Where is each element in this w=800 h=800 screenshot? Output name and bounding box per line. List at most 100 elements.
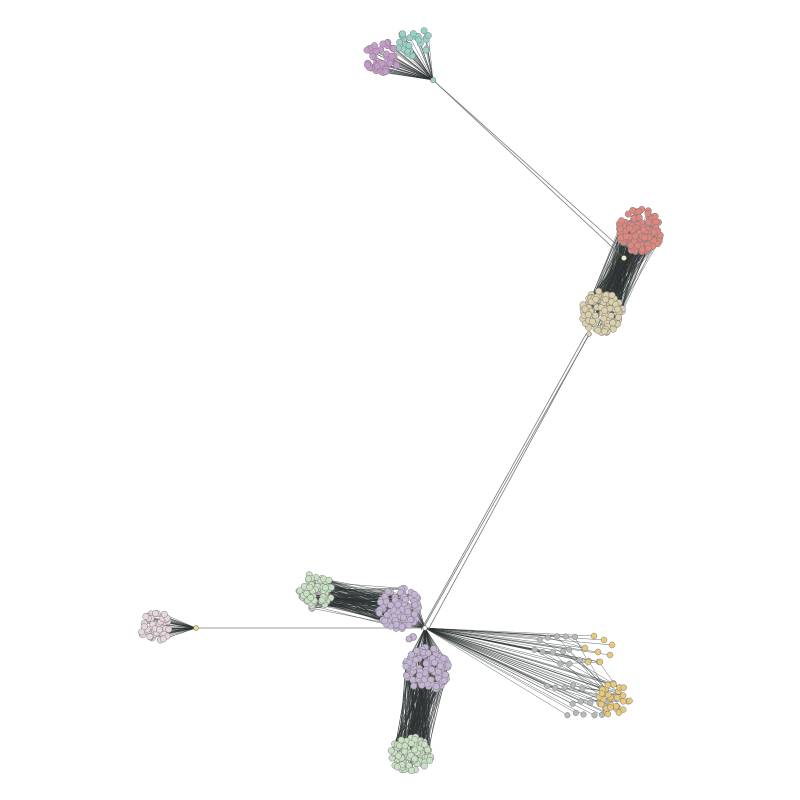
node-red <box>641 234 649 241</box>
node-pink <box>138 628 146 636</box>
node-grey <box>539 648 546 656</box>
node-red <box>644 210 652 217</box>
edge-center-grey <box>424 627 570 664</box>
node-lavender-lower <box>412 656 420 664</box>
node-lavender-lower <box>430 645 437 653</box>
node-yellow <box>584 658 592 666</box>
hub-node-mid <box>621 255 627 261</box>
edge-center-yellow <box>424 627 586 649</box>
node-green-upper <box>327 584 335 591</box>
edge-lavender-green-lower <box>406 647 426 742</box>
node-lavender-upper <box>383 611 391 619</box>
edge-tan-to-center <box>423 332 591 628</box>
node-tan <box>594 326 602 334</box>
node-teal <box>415 36 423 44</box>
edge-center-grey <box>424 627 568 716</box>
edge-teal-hub <box>428 35 434 81</box>
edge-violet-hub <box>371 47 434 81</box>
node-yellow <box>604 681 612 689</box>
node-green-lower <box>424 746 432 754</box>
node-grey <box>577 698 584 705</box>
node-red <box>640 226 648 234</box>
node-red <box>650 228 658 236</box>
node-tan <box>588 318 596 325</box>
edge-tan-to-center-2 <box>427 335 589 631</box>
edge-violet-hub <box>372 56 434 81</box>
node-pink <box>160 610 168 618</box>
node-lavender-lower <box>420 676 428 684</box>
node-yellow <box>594 648 602 656</box>
node-red <box>627 241 635 249</box>
edge-center-grey <box>424 627 561 664</box>
node-grey <box>557 660 564 667</box>
node-green-lower <box>426 756 434 764</box>
edge-center-yellow <box>424 627 589 663</box>
node-yellow <box>590 632 598 640</box>
node-grey <box>564 712 571 719</box>
node-yellow <box>613 694 621 701</box>
node-grey <box>566 660 573 667</box>
node-grey <box>579 685 586 692</box>
node-grey <box>580 711 587 718</box>
node-lavender-lower <box>413 647 421 655</box>
node-red <box>624 210 632 218</box>
node-violet <box>371 42 378 50</box>
edge-violet-hub <box>374 45 434 81</box>
node-green-upper <box>307 594 315 602</box>
node-tan <box>595 287 603 295</box>
node-teal <box>396 38 404 46</box>
node-grey <box>587 699 594 706</box>
edge-violet-hub <box>366 49 434 81</box>
node-pink <box>151 609 159 617</box>
node-yellow <box>619 692 627 699</box>
edge-tan-to-center-3 <box>420 333 587 631</box>
node-lavender-upper <box>375 609 383 617</box>
edge-center-yellow <box>424 627 608 715</box>
node-teal <box>405 42 413 49</box>
node-pink <box>165 625 173 633</box>
node-lavender-upper <box>394 600 402 608</box>
edge-center-yellow <box>424 627 613 646</box>
edge-red-tan <box>596 228 621 298</box>
node-red <box>631 232 639 240</box>
node-lavender-upper <box>399 613 407 621</box>
node-grey <box>559 648 566 655</box>
node-tan <box>607 312 615 320</box>
node-tan <box>591 312 599 319</box>
hub-node-center-b <box>405 635 413 643</box>
node-lavender-upper <box>407 616 414 624</box>
node-tan <box>600 315 608 323</box>
node-red <box>645 218 653 226</box>
node-violet <box>392 61 400 69</box>
node-lavender-upper <box>392 621 400 629</box>
node-lavender-lower <box>422 660 430 668</box>
node-layer <box>138 27 664 774</box>
node-lavender-lower <box>432 683 440 691</box>
hub-node-top <box>430 77 436 83</box>
node-green-lower <box>411 746 419 754</box>
node-violet <box>390 44 398 52</box>
node-lavender-upper <box>381 617 389 625</box>
node-yellow <box>598 690 606 697</box>
node-violet <box>388 52 396 60</box>
node-lavender-lower <box>441 676 448 684</box>
edge-teal-hub <box>402 33 434 81</box>
node-green-lower <box>397 736 405 744</box>
node-green-upper <box>303 590 311 598</box>
node-red <box>635 208 643 216</box>
edge-center-yellow <box>424 627 629 702</box>
node-lavender-lower <box>407 651 415 659</box>
node-grey <box>569 682 577 689</box>
edge-teal-hub <box>409 37 434 81</box>
edge-center-yellow <box>424 627 601 663</box>
node-yellow <box>620 684 627 691</box>
node-violet <box>363 61 371 69</box>
node-yellow <box>606 651 614 659</box>
node-lavender-upper <box>404 608 412 616</box>
node-yellow <box>608 641 616 649</box>
node-tan <box>602 296 609 303</box>
edge-grey-yellow <box>547 637 586 649</box>
node-yellow <box>604 710 612 718</box>
hub-node-tan <box>586 331 592 337</box>
edge-grey-yellow <box>569 663 609 686</box>
